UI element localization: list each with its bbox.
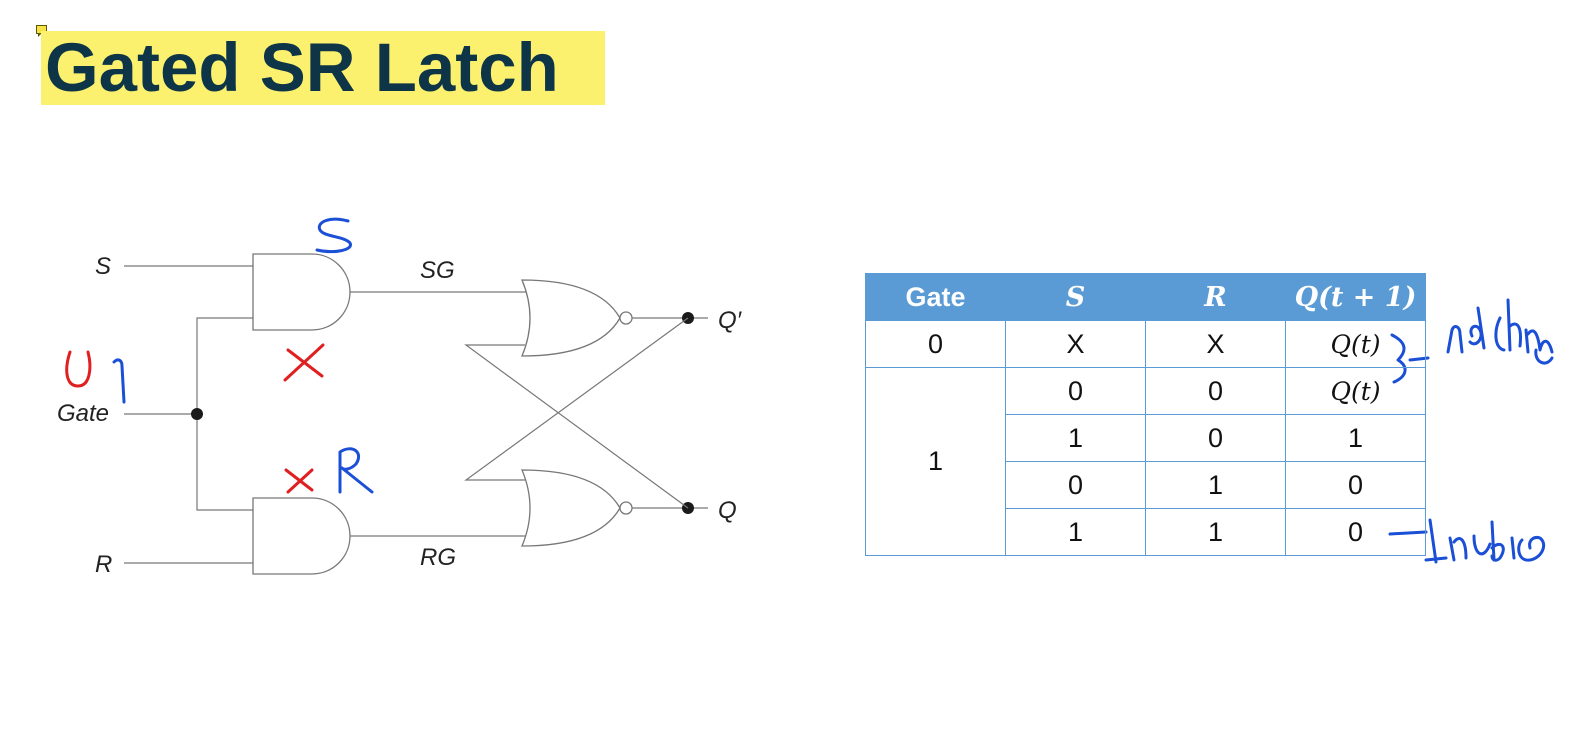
page-title: Gated SR Latch <box>45 29 559 106</box>
cell-r: 0 <box>1145 367 1286 415</box>
cell-s: 1 <box>1005 414 1146 462</box>
nor-bottom-bubble <box>619 501 633 515</box>
feedback-wire-q <box>464 344 689 509</box>
handwritten-r <box>338 447 374 494</box>
handwritten-zero <box>65 350 92 388</box>
handwritten-x-top <box>283 343 325 382</box>
cell-q-next: 1 <box>1285 414 1426 462</box>
output-q-label: Q <box>718 497 737 524</box>
output-qprime-label: Q′ <box>718 307 743 334</box>
cell-s: 0 <box>1005 461 1146 509</box>
nor-gate-bottom <box>521 469 621 547</box>
wire-gate-branch <box>196 317 253 511</box>
wire-rg-label: RG <box>420 544 456 571</box>
and-gate-top <box>252 253 351 331</box>
cell-r: X <box>1145 320 1286 368</box>
cell-q-next: Q(t) <box>1285 320 1426 368</box>
cell-gate: 1 <box>865 367 1006 556</box>
handwritten-no-chng <box>1446 298 1554 365</box>
cell-r: 0 <box>1145 414 1286 462</box>
nor-top-bubble <box>619 311 633 325</box>
input-s-label: S <box>95 253 111 280</box>
wire-sg-label: SG <box>420 257 455 284</box>
table-row: 1 0 0 Q(t) <box>865 367 1426 556</box>
cell-s: 0 <box>1005 367 1146 415</box>
gate-junction-dot <box>191 408 203 420</box>
input-r-label: R <box>95 551 112 578</box>
cell-r: 1 <box>1145 461 1286 509</box>
nor-gate-top <box>521 279 621 357</box>
table-row: 1 0 1 <box>866 414 1426 462</box>
table-row: 0 X X Q(t) <box>865 320 1426 368</box>
feedback-wire-qprime <box>464 317 689 481</box>
table-header-row: Gate S R Q(t + 1) <box>865 273 1426 321</box>
and-gate-bottom <box>252 497 351 575</box>
table-row: 1 1 0 <box>866 508 1426 556</box>
cell-s: X <box>1005 320 1146 368</box>
header-gate: Gate <box>865 273 1006 321</box>
header-r: R <box>1145 273 1286 321</box>
cell-q-next: Q(t) <box>1285 367 1426 415</box>
cell-q-next: 0 <box>1285 508 1426 556</box>
title-highlight: Gated SR Latch <box>41 29 605 106</box>
handwritten-x-bottom <box>284 468 314 494</box>
cell-r: 1 <box>1145 508 1286 556</box>
truth-table: Gate S R Q(t + 1) 0 X X Q(t) 1 0 0 Q(t) … <box>865 273 1426 556</box>
handwritten-s <box>315 217 352 254</box>
handwritten-one <box>112 358 126 404</box>
table-row: 0 1 0 <box>866 461 1426 509</box>
input-gate-label: Gate <box>57 400 109 427</box>
header-s: S <box>1005 273 1146 321</box>
header-q-next: Q(t + 1) <box>1285 273 1426 321</box>
cell-q-next: 0 <box>1285 461 1426 509</box>
cell-gate: 0 <box>865 320 1006 368</box>
cell-s: 1 <box>1005 508 1146 556</box>
